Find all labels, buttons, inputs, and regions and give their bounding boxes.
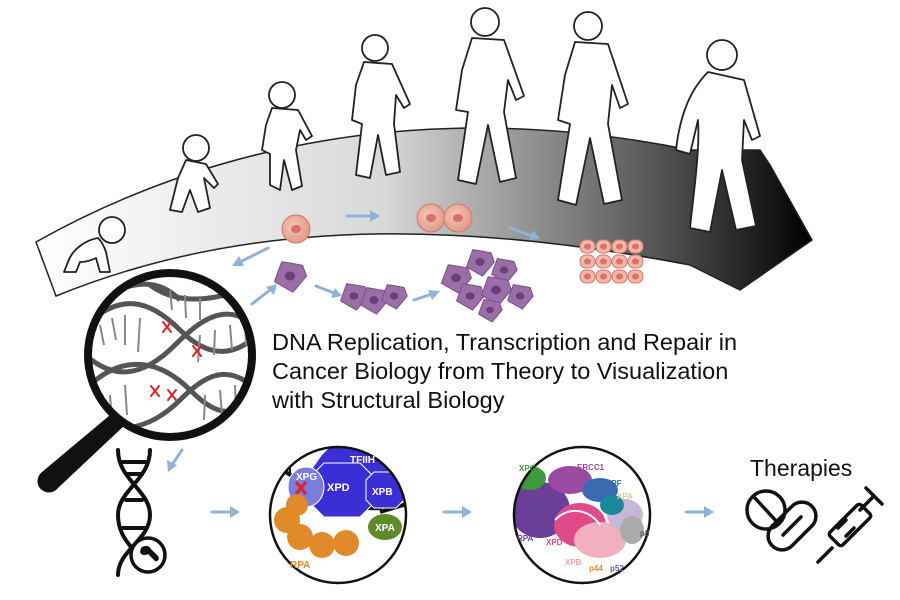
repair-complex-panel: TFIIH XPG XPD XPB XPA RPA: [268, 445, 408, 585]
xpd-label: XPD: [327, 482, 350, 494]
structure-xpb-label: XPB: [565, 558, 582, 567]
tissue-cell: [579, 254, 596, 269]
human-figure-icon: [557, 11, 629, 206]
tissue-cell: [595, 254, 612, 269]
structure-ercc1-label: ERCC1: [577, 463, 605, 472]
structure-xpa-label: XPA: [617, 492, 633, 501]
structure-xpd-label: XPD: [546, 538, 563, 547]
tissue-cell: [627, 269, 644, 284]
xpb-label: XPB: [372, 487, 393, 498]
cancer-cell: [274, 261, 307, 293]
magnifier-icon: [37, 269, 256, 493]
human-figure-icon: [169, 134, 219, 213]
tissue-cell: [595, 269, 612, 284]
title-line-3: with Structural Biology: [272, 387, 505, 413]
tissue-cell: [611, 239, 628, 254]
cancer-cell: [456, 283, 485, 311]
flow-arrows: [167, 210, 714, 518]
cancer-cell: [360, 287, 389, 315]
structure-p44-label: p44: [589, 564, 603, 573]
structure-p52-label: p52: [610, 564, 624, 573]
structure-p8-label: p8: [640, 529, 650, 538]
cancer-cell: [381, 284, 408, 310]
tissue-cell: [611, 269, 628, 284]
human-figure-icon: [455, 7, 525, 185]
cancer-cell: [478, 299, 503, 323]
tissue-cell: [595, 239, 612, 254]
tissue-cell-grid: [579, 239, 644, 284]
human-figure-icon: [261, 81, 313, 191]
healthy-cell: [281, 214, 311, 244]
cancer-cell: [481, 276, 512, 306]
tfiih-label: TFIIH: [350, 455, 375, 466]
diagram-title: DNA Replication, Transcription and Repai…: [272, 328, 792, 415]
human-figure-icon: [63, 216, 126, 273]
human-figure-icon: [675, 39, 761, 233]
title-line-1: DNA Replication, Transcription and Repai…: [272, 329, 738, 355]
structure-rpa-label: RPA: [517, 534, 534, 543]
xpa-label: XPA: [375, 523, 395, 534]
cancer-cells: [274, 249, 534, 323]
structure-xpg-label: XPG: [519, 464, 536, 473]
syringe-icon: [816, 486, 884, 564]
healthy-cells: [281, 203, 644, 284]
therapies-label: Therapies: [750, 455, 853, 481]
cancer-cell: [466, 249, 495, 277]
tissue-cell: [611, 254, 628, 269]
human-figure-icon: [351, 34, 411, 179]
cancer-cell: [507, 284, 534, 310]
structure-xpf-label: XPF: [606, 479, 622, 488]
title-line-2: Cancer Biology from Theory to Visualizat…: [272, 358, 729, 384]
cancer-cell: [491, 258, 518, 284]
xpg-label: XPG: [296, 472, 317, 483]
dna-damage-marks: [150, 321, 202, 401]
tissue-cell: [579, 239, 596, 254]
tissue-cell: [627, 239, 644, 254]
dna-wrench-icon: [115, 448, 167, 577]
tissue-cell: [627, 254, 644, 269]
human-figures: [63, 7, 761, 273]
rpa-label: RPA: [290, 560, 310, 571]
dividing-cells: [416, 203, 473, 233]
molecular-structure-panel: XPG ERCC1 XPF XPA RPA XPD XPB p44 p52 p8: [512, 445, 652, 585]
pills-icon: [745, 489, 818, 552]
tissue-cell: [579, 269, 596, 284]
